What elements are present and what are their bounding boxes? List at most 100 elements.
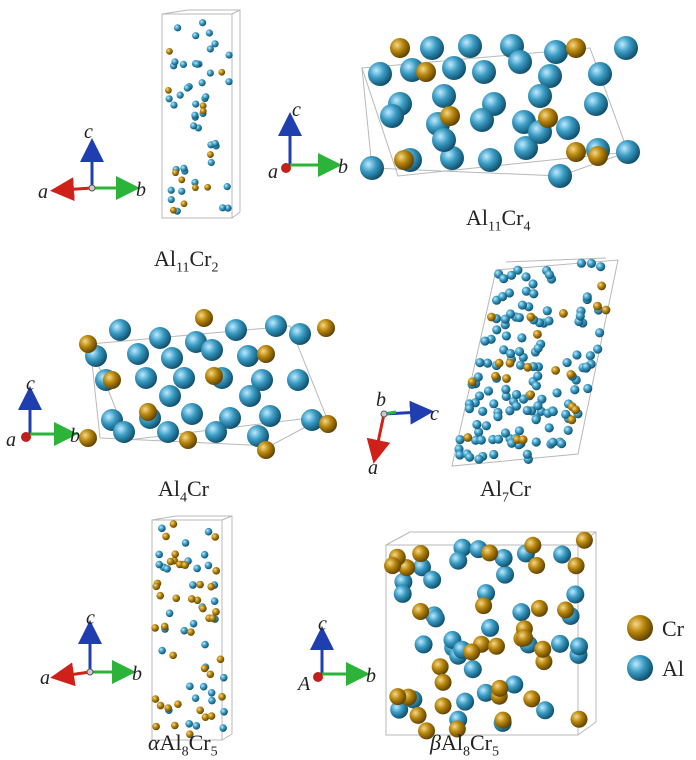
- axis-label-c: c: [86, 607, 95, 629]
- axis-label-c: c: [430, 403, 439, 425]
- al-atom: [174, 24, 182, 32]
- axis-label-b: b: [70, 425, 80, 447]
- cr-atom: [567, 557, 585, 575]
- al-atom: [513, 265, 523, 275]
- cr-atom: [390, 38, 410, 58]
- al-atom: [205, 421, 227, 443]
- al-atom: [556, 116, 580, 140]
- al-atom: [201, 339, 223, 361]
- cr-atom: [169, 520, 178, 528]
- cr-atom: [597, 281, 606, 291]
- cell-frame-beta: [385, 531, 597, 736]
- al-atom: [251, 369, 273, 391]
- al-atom: [223, 183, 231, 191]
- atoms-layer: [79, 19, 640, 740]
- cr-atom: [172, 594, 181, 603]
- cr-atom: [418, 722, 436, 740]
- al-atom: [596, 262, 606, 272]
- al-atom: [505, 675, 524, 694]
- al-atom: [189, 581, 197, 589]
- al-atom: [225, 319, 247, 341]
- al-atom: [531, 381, 541, 391]
- al-atom: [455, 450, 465, 460]
- axis-label-b: b: [132, 663, 142, 685]
- al-atom: [167, 186, 175, 194]
- al-atom: [432, 128, 456, 152]
- al-atom: [211, 40, 219, 48]
- cr-atom: [160, 622, 169, 631]
- cr-atom: [434, 673, 452, 691]
- al-atom: [500, 314, 510, 324]
- al-atom: [570, 385, 580, 395]
- al-atom: [481, 421, 491, 431]
- cr-atom: [566, 142, 586, 162]
- al-atom: [456, 692, 475, 711]
- al-atom: [155, 550, 163, 559]
- al-atom: [480, 336, 490, 346]
- al-atom: [548, 406, 558, 417]
- al-atom: [582, 292, 592, 302]
- cr-atom: [196, 706, 204, 715]
- legend-al-swatch: [627, 655, 653, 681]
- al-atom: [566, 585, 585, 604]
- cr-atom: [180, 200, 188, 208]
- cr-atom: [481, 544, 499, 562]
- cr-atom: [557, 601, 575, 619]
- al-atom: [220, 707, 228, 716]
- al-atom: [544, 40, 568, 64]
- al-atom: [380, 104, 404, 128]
- cr-atom: [218, 68, 226, 76]
- cr-atom: [187, 628, 195, 636]
- cr-atom: [206, 670, 215, 679]
- cr-atom: [179, 431, 197, 449]
- cr-atom: [79, 429, 97, 447]
- al-atom: [593, 344, 603, 354]
- cr-atom: [566, 38, 586, 58]
- al-atom: [191, 694, 200, 702]
- al-atom: [473, 372, 483, 382]
- legend-al-label: Al: [662, 656, 684, 681]
- cr-atom: [103, 371, 121, 389]
- al-atom: [390, 700, 409, 719]
- al-atom: [181, 403, 203, 425]
- al-atom: [504, 288, 515, 298]
- al-atom: [548, 437, 558, 447]
- al-atom: [581, 362, 592, 372]
- al-atom: [475, 358, 485, 368]
- axis-triad-alpha: c b a: [40, 607, 142, 689]
- al-atom: [135, 367, 157, 389]
- cr-atom: [201, 713, 210, 722]
- al-atom: [113, 421, 135, 443]
- al-atom: [501, 331, 511, 341]
- cr-atom: [416, 62, 436, 82]
- al-atom: [533, 343, 543, 353]
- cr-atom: [151, 624, 159, 632]
- al-atom: [189, 619, 198, 628]
- al-atom: [239, 385, 261, 407]
- cr-atom: [434, 697, 452, 715]
- axis-triad-al4cr: c b a: [6, 373, 80, 451]
- al-atom: [207, 158, 215, 167]
- al-atom: [465, 452, 475, 462]
- axis-label-a: a: [268, 161, 278, 183]
- cr-atom: [200, 664, 209, 673]
- al-atom: [529, 289, 539, 299]
- axis-label-a: a: [38, 181, 48, 203]
- al-atom: [198, 19, 207, 27]
- cr-atom: [172, 169, 179, 177]
- al-atom: [515, 360, 526, 370]
- al-atom: [482, 358, 493, 368]
- cr-atom: [257, 441, 275, 459]
- al-atom: [476, 435, 486, 445]
- legend: Cr Al: [627, 615, 685, 681]
- legend-cr-swatch: [627, 615, 653, 641]
- al-atom: [498, 292, 508, 302]
- al-atom: [458, 34, 482, 58]
- al-atom: [514, 426, 524, 436]
- al-atom: [158, 524, 166, 533]
- al-atom: [493, 434, 504, 444]
- cr-atom: [440, 106, 460, 126]
- al-atom: [570, 637, 589, 656]
- al-atom: [186, 682, 194, 691]
- al-atom: [511, 389, 522, 400]
